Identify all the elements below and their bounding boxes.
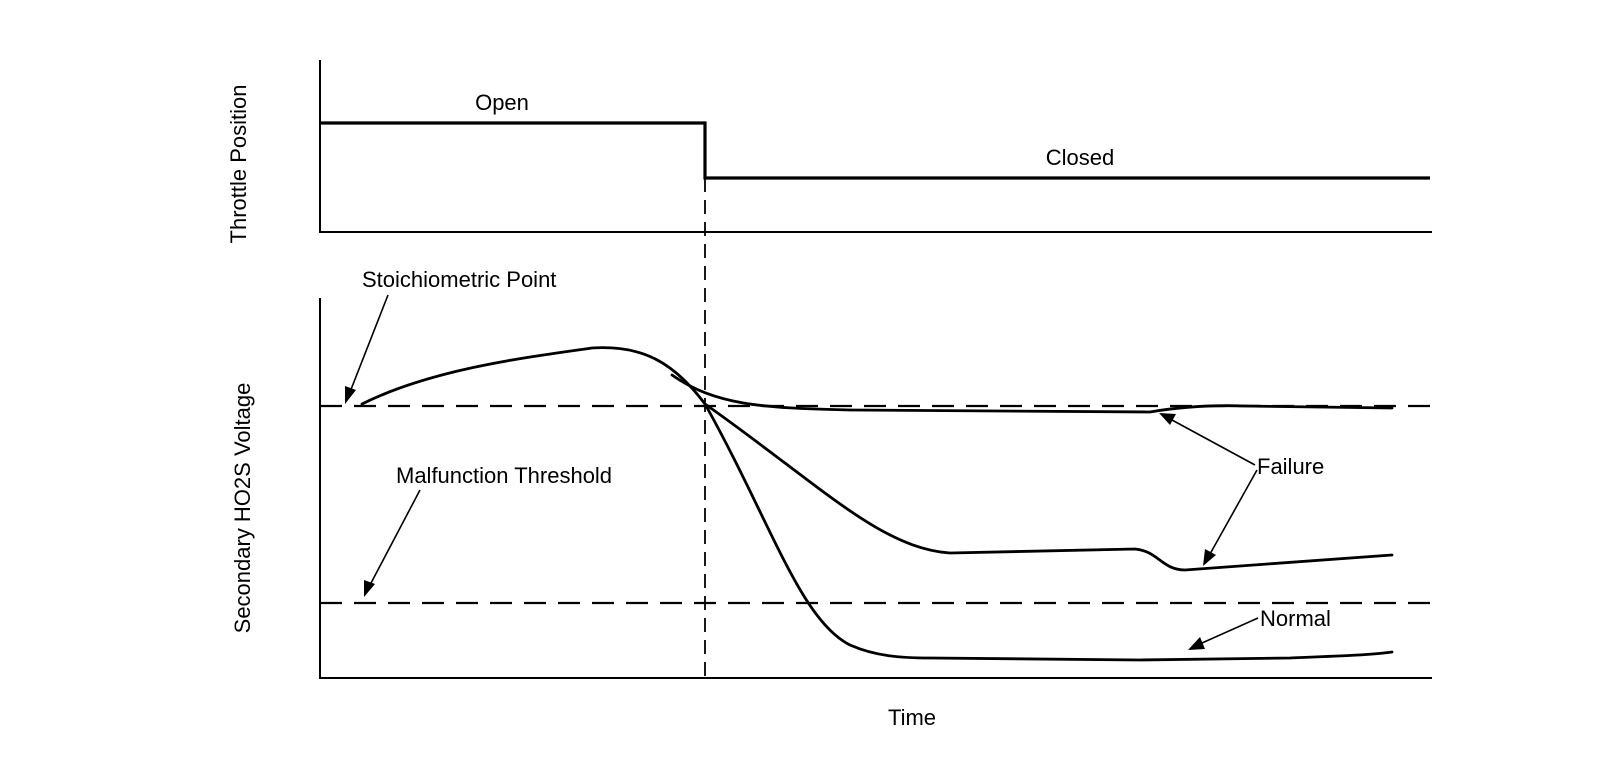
throttle-axes — [319, 60, 1432, 233]
closed-label: Closed — [1046, 145, 1114, 170]
time-axis-label: Time — [888, 705, 936, 730]
stoichiometric-label: Stoichiometric Point — [362, 267, 556, 292]
failure-label: Failure — [1257, 454, 1324, 479]
throttle-position-trace — [320, 121, 1430, 180]
stoichiometric-pointer — [349, 294, 389, 393]
malfunction-pointer — [369, 489, 421, 586]
stoichiometric-arrowhead — [345, 386, 356, 404]
failure-arrowhead-mid — [1203, 549, 1216, 566]
failure-arrowhead-high — [1159, 413, 1176, 425]
shared-rise-curve — [360, 346, 707, 406]
voltage-panel: Secondary HO2S Voltage Stoichiometric Po… — [230, 267, 1432, 730]
voltage-axis-label: Secondary HO2S Voltage — [230, 383, 255, 634]
voltage-axes — [319, 298, 1432, 679]
normal-pointer — [1201, 617, 1259, 644]
malfunction-label: Malfunction Threshold — [396, 463, 612, 488]
failure-curve-high — [670, 373, 1394, 414]
throttle-axis-label: Throttle Position — [226, 85, 251, 244]
throttle-panel: Throttle Position Open Closed — [226, 60, 1432, 243]
normal-curve — [703, 402, 1394, 662]
open-label: Open — [475, 90, 529, 115]
failure-pointer-high — [1171, 419, 1256, 466]
malfunction-arrowhead — [364, 580, 375, 597]
normal-arrowhead — [1188, 637, 1205, 650]
failure-pointer-mid — [1209, 469, 1258, 555]
failure-curve-mid — [703, 402, 1394, 572]
normal-label: Normal — [1260, 606, 1331, 631]
